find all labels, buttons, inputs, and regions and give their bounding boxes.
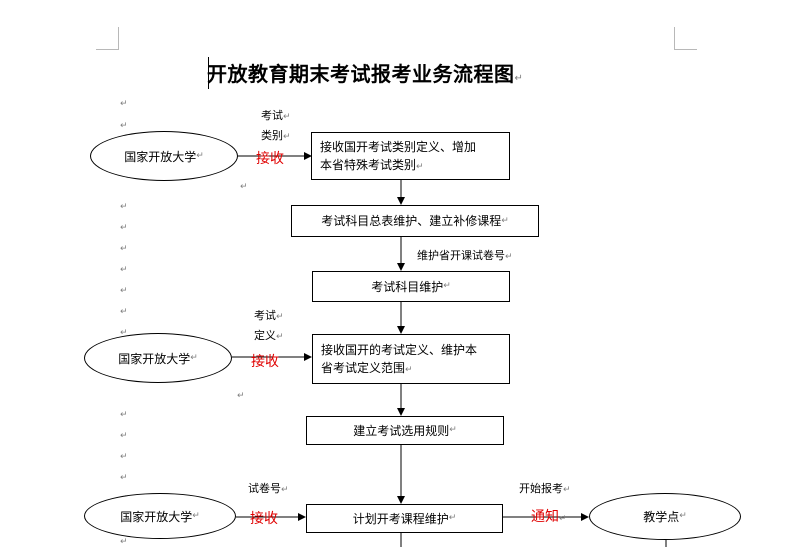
step-receive-exam-categories: 接收国开考试类别定义、增加 本省特殊考试类别↵ [311,132,510,180]
edge-label-maintain-paper-number: 维护省开课试卷号↵ [417,249,513,262]
paragraph-mark: ↵ [120,328,128,338]
paragraph-mark: ↵ [120,452,128,462]
paragraph-mark: ↵ [120,307,128,317]
text-cursor [208,57,209,89]
university-node-1: 国家开放大学↵ [90,131,238,181]
edge-label-exam-category: 考试↵ 类别↵ [261,109,291,142]
action-receive-1: 接收 [256,151,284,167]
paragraph-mark: ↵ [120,244,128,254]
paragraph-mark: ↵ [237,391,245,401]
step-maintain-subject-master: 考试科目总表维护、建立补修课程↵ [291,205,539,237]
paragraph-mark: ↵ [240,182,248,192]
action-receive-2: 接收 [251,354,279,370]
step-maintain-exam-courses: 计划开考课程维护↵ [306,504,503,533]
paragraph-mark: ↵ [120,265,128,275]
step-receive-exam-definition: 接收国开的考试定义、维护本 省考试定义范围↵ [312,334,510,384]
paragraph-mark: ↵ [120,286,128,296]
paragraph-mark: ↵ [120,537,128,547]
edge-label-start-registration: 开始报考↵ [519,482,571,495]
paragraph-mark: ↵ [120,99,128,109]
action-notify: 通知↵ [531,509,567,525]
step-build-selection-rules: 建立考试选用规则↵ [306,416,504,445]
paragraph-mark: ↵ [514,73,524,84]
paragraph-mark: ↵ [120,202,128,212]
paragraph-mark: ↵ [120,473,128,483]
edge-label-paper-number: 试卷号↵ [248,482,289,495]
paragraph-mark: ↵ [120,410,128,420]
edge-label-exam-definition: 考试↵ 定义↵ [254,309,284,342]
paragraph-mark: ↵ [120,431,128,441]
page-title: 开放教育期末考试报考业务流程图↵ [207,62,524,86]
step-maintain-exam-subjects: 考试科目维护↵ [312,271,510,302]
page-corner-top-right [674,27,697,50]
paragraph-mark: ↵ [120,223,128,233]
university-node-2: 国家开放大学↵ [84,333,232,383]
paragraph-mark: ↵ [120,121,128,131]
university-node-3: 国家开放大学↵ [84,493,236,539]
action-receive-3: 接收 [250,511,278,527]
teaching-point-node: 教学点↵ [589,493,741,540]
page-corner-top-left [96,27,119,50]
